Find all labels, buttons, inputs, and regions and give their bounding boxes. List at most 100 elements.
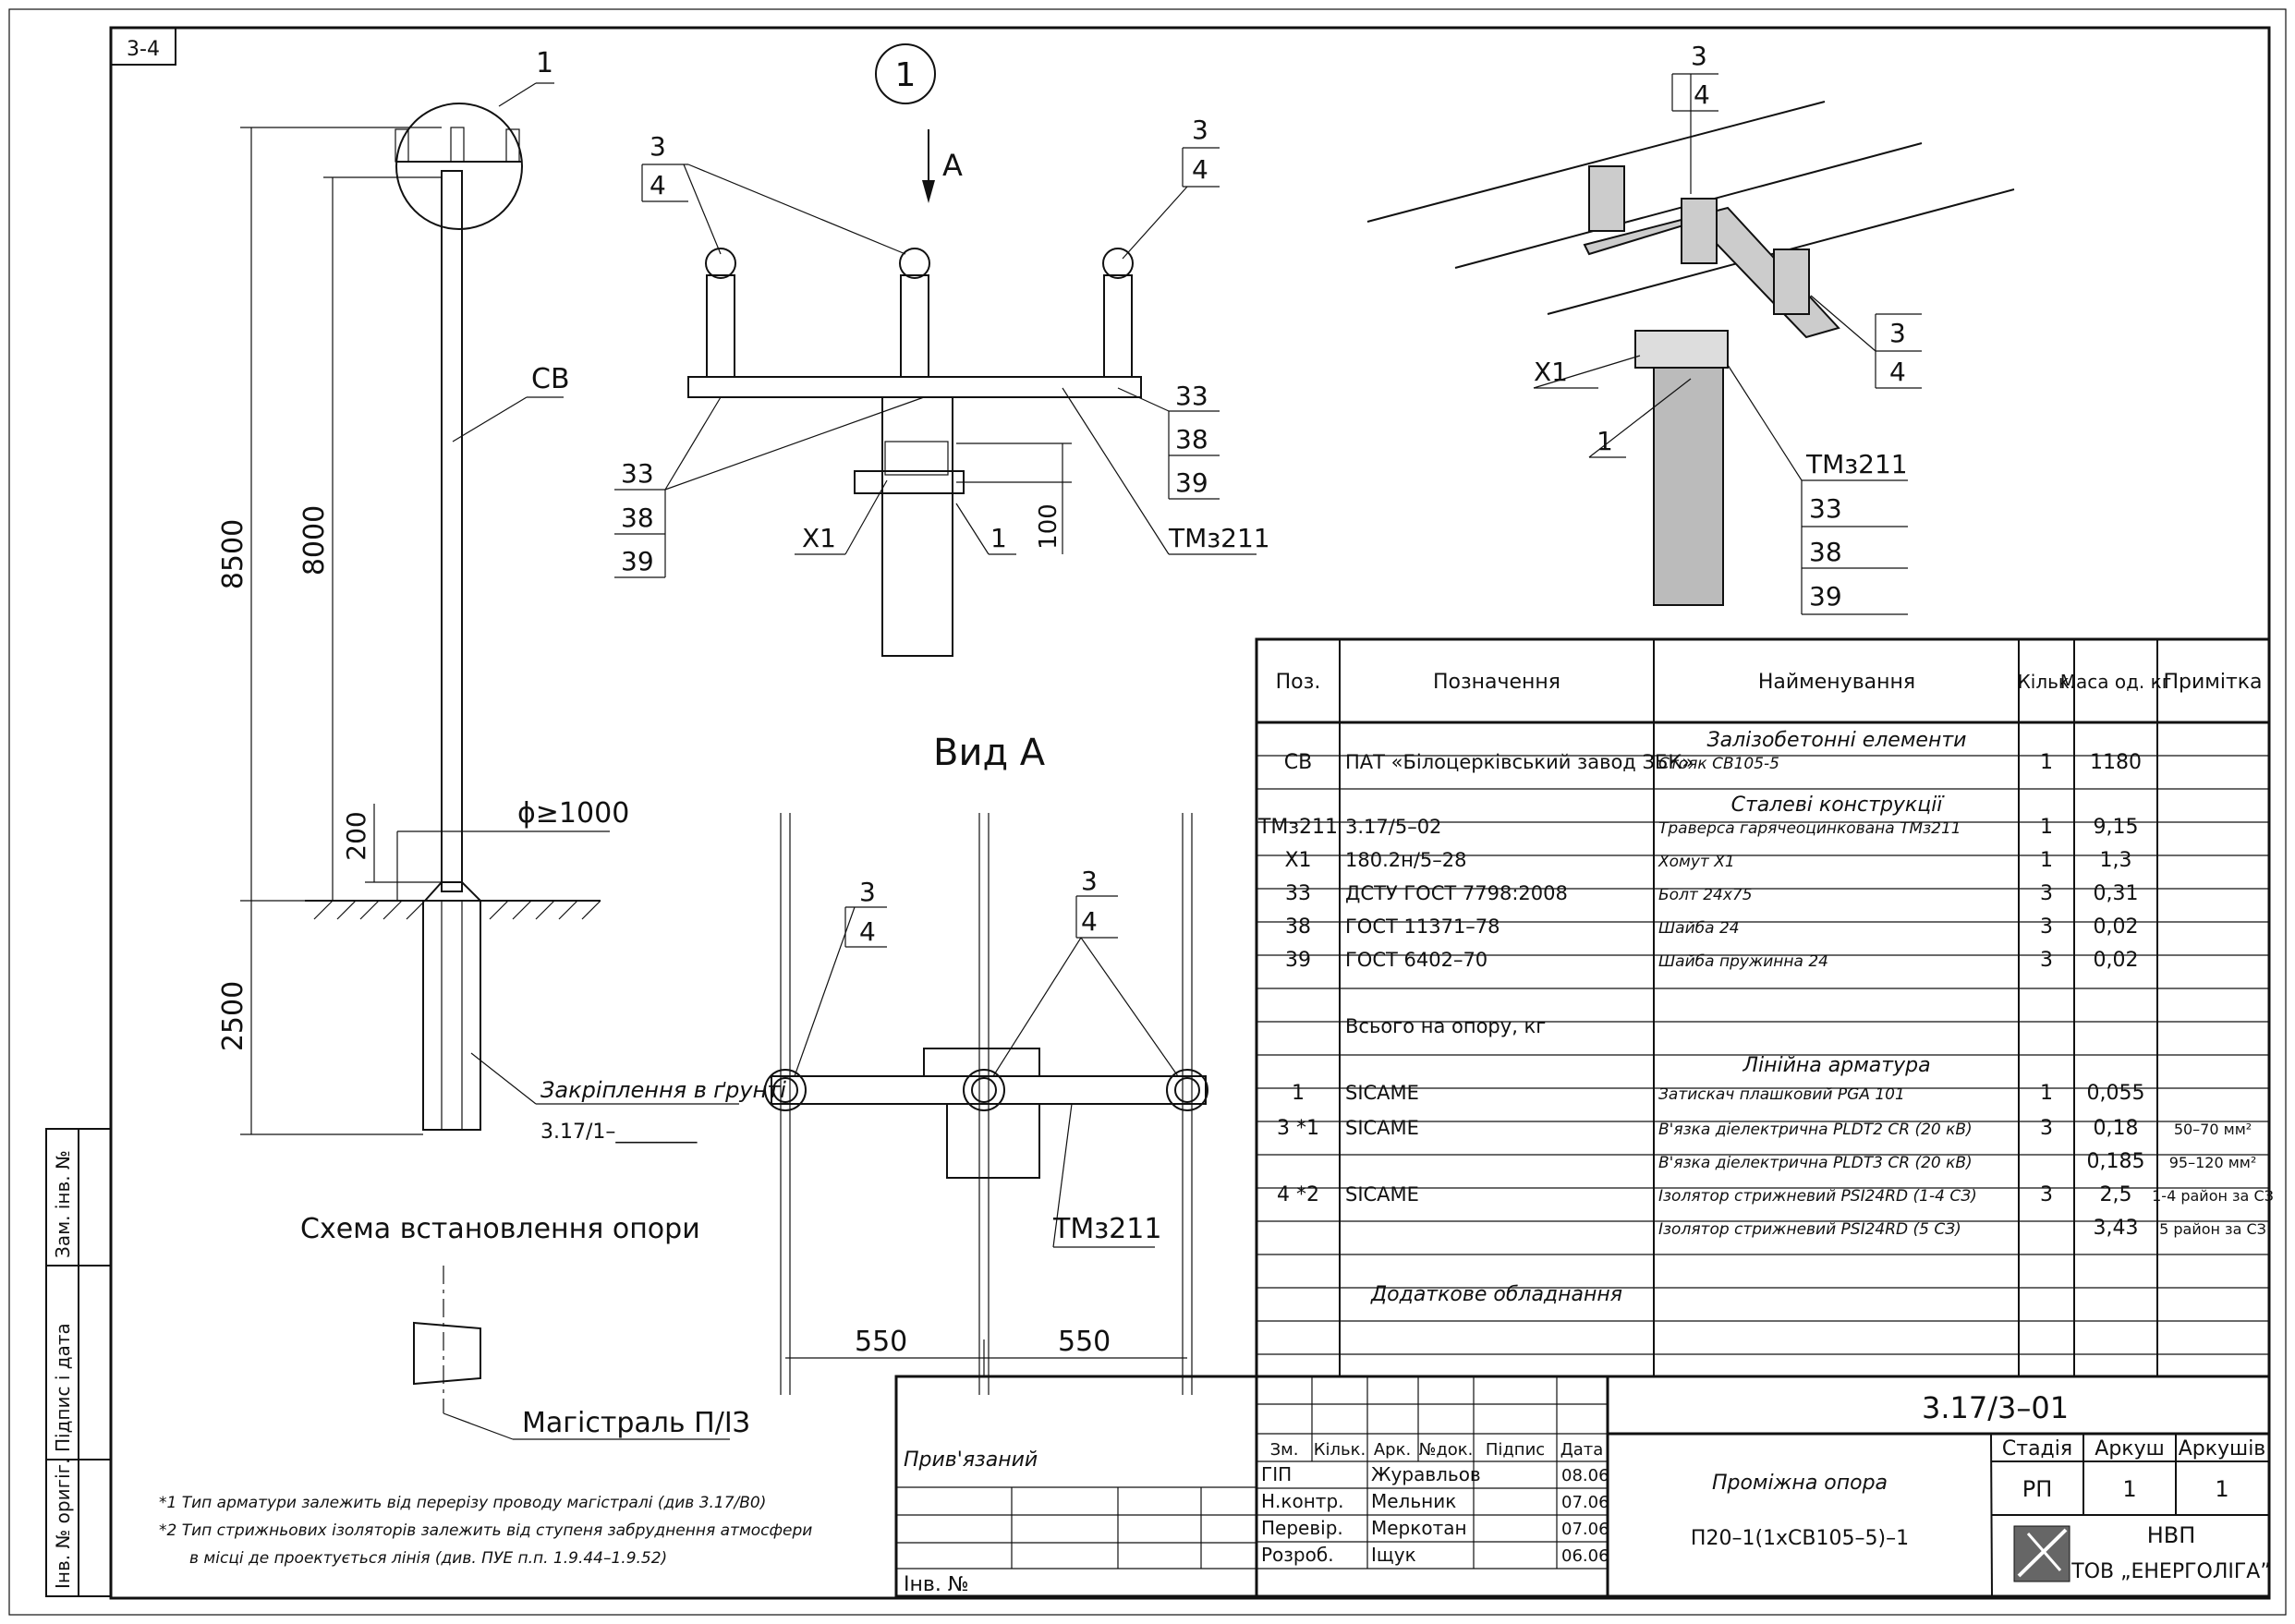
tb-name: Іщук	[1371, 1544, 1416, 1566]
rod-insulators	[705, 248, 1134, 378]
spec-cell-qty: 1	[2040, 751, 2053, 774]
dim-8000: 8000	[298, 505, 331, 576]
spec-cell-qty: 3	[2040, 949, 2053, 972]
view-a-callout-4b: 4	[1081, 906, 1098, 937]
tb-col-date: Дата	[1560, 1440, 1604, 1460]
spec-cell-mass: 2,5	[2100, 1183, 2132, 1206]
iso-callout-1: 1	[1597, 426, 1613, 456]
dimension-lines	[240, 127, 610, 1135]
spec-cell-note: 5 район за СЗ	[2159, 1220, 2266, 1238]
isometric-view: 3 4 3 4 X1 1 ТМз211 33 38 39	[1366, 41, 2015, 615]
spec-cell-pos: X1	[1284, 849, 1311, 872]
bound-label: Прив'язаний	[904, 1448, 1038, 1472]
spec-cell-name: Шайба 24	[1658, 919, 1740, 938]
tb-col-qty: Кільк.	[1314, 1440, 1366, 1460]
spec-header-mass: Маса од. кг	[2060, 671, 2172, 693]
iso-callout-4a: 4	[1694, 79, 1710, 110]
callout-boxes-top	[614, 147, 1257, 578]
small-insulators-top	[395, 127, 520, 163]
stage-label: Стадія	[2002, 1437, 2072, 1460]
spec-section-4: Додаткове обладнання	[1370, 1283, 1622, 1306]
tb-role: Розроб.	[1261, 1544, 1334, 1566]
spec-header-qty: Кільк.	[2018, 671, 2076, 693]
iso-callout-39: 39	[1809, 581, 1842, 612]
spec-cell-mass: 1,3	[2100, 849, 2132, 872]
spec-section-1: Залізобетонні елементи	[1707, 729, 1967, 752]
outer-border	[8, 8, 2287, 1616]
spec-cell-name: Стояк СВ105-5	[1658, 755, 1779, 773]
spec-cell-pos: 33	[1285, 882, 1311, 905]
iso-callout-3b: 3	[1889, 318, 1906, 348]
ground-hatch	[313, 900, 601, 920]
spec-cell-qty: 1	[2040, 816, 2053, 839]
object-code: П20–1(1хСВ105–5)–1	[1691, 1527, 1909, 1550]
top-callout-tm: ТМз211	[1168, 523, 1270, 553]
stamp-sign-date: Підпис і дата	[52, 1323, 74, 1452]
tb-name: Журавльов	[1371, 1463, 1481, 1485]
view-a-dim-left: 550	[855, 1326, 907, 1358]
side-stamp: Зам. інв. № Підпис і дата Інв. № оригіг.	[45, 1128, 112, 1597]
spec-cell-name: Затискач плашковий PGA 101	[1658, 1085, 1905, 1104]
iso-callout-33: 33	[1809, 493, 1842, 524]
spec-cell-note: 50–70 мм²	[2174, 1121, 2252, 1138]
spec-cell-mass: 9,15	[2094, 816, 2139, 839]
tb-date: 07.06	[1561, 1520, 1609, 1539]
spec-header-note: Примітка	[2163, 671, 2262, 694]
tb-col-doc: №док.	[1419, 1440, 1474, 1460]
spec-cell-qty: 3	[2040, 1183, 2053, 1206]
spec-cell-des: SICAME	[1345, 1082, 1419, 1104]
fixing-ref: 3.17/1–________	[540, 1121, 698, 1144]
sheet-label: Аркуш	[2095, 1437, 2164, 1460]
tb-date: 07.06	[1561, 1493, 1609, 1512]
pole-top	[881, 396, 953, 657]
spec-cell-des: Всього на опору, кг	[1345, 1015, 1546, 1037]
spec-cell-pos: 38	[1285, 915, 1311, 939]
top-dim-100: 100	[1035, 503, 1062, 550]
view-a-tm: ТМз211	[1052, 1213, 1161, 1245]
foundation-pit	[422, 900, 481, 1131]
stamp-orig-inv: Інв. № оригіг.	[52, 1459, 74, 1590]
spec-cell-pos: 3 *1	[1277, 1117, 1319, 1140]
tb-name: Меркотан	[1371, 1517, 1467, 1539]
stage-value: РП	[2022, 1476, 2053, 1502]
footnotes: *1 Тип арматури залежить від перерізу пр…	[159, 1494, 812, 1568]
spec-cell-mass: 3,43	[2094, 1217, 2139, 1240]
tb-date: 06.06	[1561, 1546, 1609, 1566]
tb-role: Перевір.	[1261, 1517, 1343, 1539]
tb-name: Мельник	[1371, 1490, 1456, 1512]
company-logo-icon	[2013, 1525, 2070, 1582]
sheet-code-box	[110, 27, 176, 66]
footnote-2: *2 Тип стрижньових ізоляторів залежить в…	[159, 1521, 812, 1540]
title-block: 3.17/3–01 Прив'язаний Інв. № Зм. Кільк. …	[894, 1375, 2271, 1598]
sheets-value: 1	[2215, 1476, 2228, 1502]
spec-cell-pos: ТМз211	[1257, 816, 1338, 839]
view-a-dim-right: 550	[1058, 1326, 1111, 1358]
footnote-1: *1 Тип арматури залежить від перерізу пр…	[159, 1494, 766, 1512]
iso-pole	[1653, 341, 1724, 606]
spec-cell-mass: 1180	[2090, 751, 2142, 774]
sheet-value: 1	[2122, 1476, 2136, 1502]
spec-section-3: Лінійна арматура	[1742, 1054, 1930, 1077]
tb-col-sign: Підпис	[1486, 1440, 1545, 1460]
spec-cell-mass: 0,18	[2094, 1117, 2139, 1140]
inner-frame	[109, 26, 2271, 1600]
spec-cell-name: Болт 24x75	[1658, 886, 1753, 904]
magistral-label: Магістраль П/ІЗ	[522, 1407, 750, 1439]
top-callout-1: 1	[990, 523, 1007, 553]
spec-cell-name: Траверса гарячеоцинкована ТМз211	[1658, 819, 1961, 838]
callout-cb: СВ	[531, 363, 570, 395]
fixing-label: Закріплення в ґрунті	[540, 1077, 786, 1103]
install-caption: Схема встановлення опори	[300, 1213, 700, 1245]
company-1: НВП	[2147, 1522, 2196, 1548]
spec-cell-name: В'язка діелектрична PLDT2 CR (20 кВ)	[1658, 1121, 1973, 1139]
tb-col-zm: Зм.	[1270, 1440, 1299, 1460]
view-number: 1	[895, 56, 917, 94]
spec-table: Поз. Позначення Найменування Кільк. Маса…	[1255, 637, 2274, 1378]
top-callout-33r: 33	[1175, 381, 1208, 411]
spec-cell-qty: 1	[2040, 849, 2053, 872]
top-callout-3a: 3	[650, 131, 666, 162]
detail-circle	[395, 103, 523, 230]
top-callout-x1: X1	[802, 523, 836, 553]
stamp-replace-inv: Зам. інв. №	[52, 1150, 74, 1258]
